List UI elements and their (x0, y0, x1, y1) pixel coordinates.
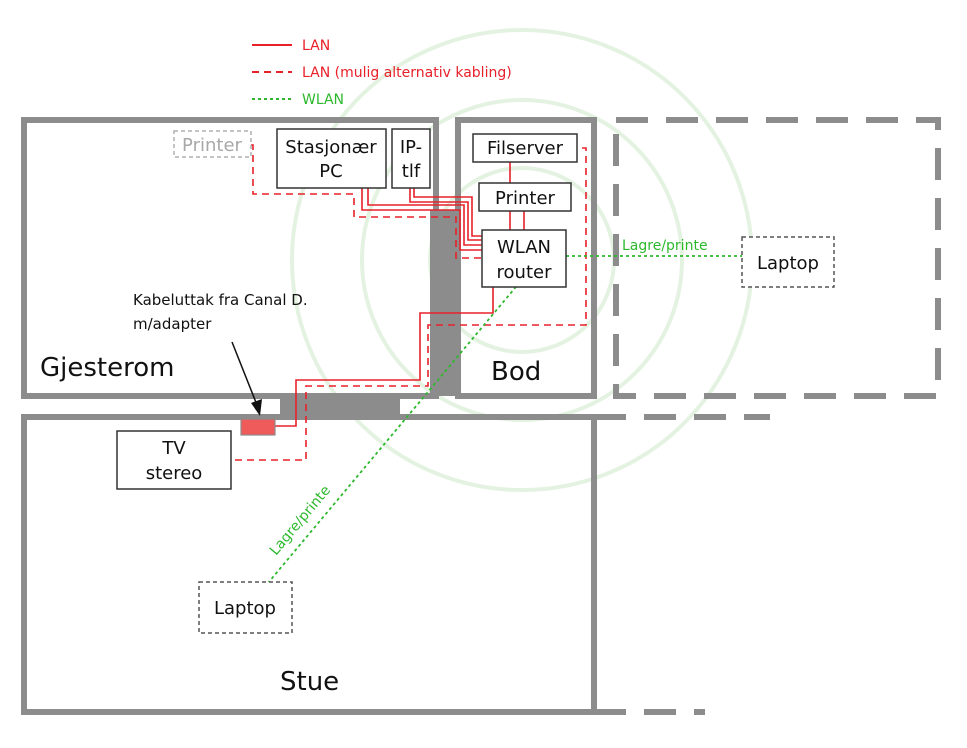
cable-iptlf-router-2 (413, 188, 482, 237)
wlan-router-label-line2: router (497, 262, 553, 283)
cable-iptlf-router (409, 188, 482, 241)
wlan-router-box (481, 229, 567, 288)
device-tv-stereo: TV stereo (116, 430, 232, 490)
dashed-walls (594, 117, 941, 715)
printer-optional-label: Printer (182, 135, 242, 156)
lan-cables (275, 162, 525, 427)
cable-outlet-annotation-line1: Kabeluttak fra Canal D. (133, 291, 308, 309)
wall-extension-room (613, 117, 941, 399)
wall-stue (21, 414, 597, 715)
device-filserver: Filserver (472, 133, 578, 163)
filserver-label: Filserver (487, 138, 564, 159)
ip-phone-label-line1: IP- (400, 137, 422, 158)
legend-lan-alt-label: LAN (mulig alternativ kabling) (302, 65, 512, 81)
cable-outlet (240, 418, 276, 436)
annotation-arrow-line (231, 341, 258, 406)
cable-pc-router-2 (367, 188, 482, 246)
laptop-right-box (741, 236, 835, 288)
tv-stereo-label-line1: TV (161, 438, 186, 459)
thick-wall-sections (280, 210, 458, 416)
printer-label: Printer (495, 188, 555, 209)
cable-pc-router (361, 188, 482, 251)
wlan-router-label-line1: WLAN (497, 237, 551, 258)
printer-box (478, 182, 572, 212)
wall-thick-vertical (430, 210, 458, 396)
cable-outlet-annotation-line2: m/adapter (133, 315, 212, 333)
ip-phone-box (391, 128, 431, 189)
device-printer-optional: Printer (173, 130, 252, 158)
annotation-arrow-head (251, 399, 262, 416)
legend-wlan-label: WLAN (302, 92, 344, 108)
stasjonaer-pc-label-line1: Stasjonær (285, 137, 377, 158)
device-ip-phone: IP- tlf (391, 128, 431, 189)
legend-lan-label: LAN (302, 38, 330, 54)
room-label-bod: Bod (491, 357, 541, 387)
wlan-label-diagonal: Lagre/printe (267, 483, 334, 559)
device-laptop-bottom: Laptop (198, 581, 293, 634)
device-stasjonaer-pc: Stasjonær PC (276, 128, 387, 189)
tv-stereo-box (116, 430, 232, 490)
wlan-label-right: Lagre/printe (622, 238, 708, 254)
ip-phone-label-line2: tlf (402, 161, 421, 182)
legend: LAN LAN (mulig alternativ kabling) WLAN (252, 38, 512, 108)
room-label-gjesterom: Gjesterom (40, 353, 174, 383)
tv-stereo-label-line2: stereo (146, 463, 203, 484)
device-laptop-right: Laptop (741, 236, 835, 288)
device-printer: Printer (478, 182, 572, 212)
wall-thick-horizontal (280, 396, 400, 416)
cable-router-outlet (275, 287, 494, 427)
wlan-links (267, 255, 742, 584)
device-wlan-router: WLAN router (481, 229, 567, 288)
laptop-bottom-box (198, 581, 293, 634)
laptop-bottom-label: Laptop (214, 598, 276, 619)
laptop-right-label: Laptop (757, 253, 819, 274)
room-label-stue: Stue (280, 667, 339, 697)
stasjonaer-pc-label-line2: PC (319, 161, 342, 182)
printer-optional-box (173, 130, 252, 158)
filserver-box (472, 133, 578, 163)
annotation-arrow (231, 341, 262, 416)
stasjonaer-pc-box (276, 128, 387, 189)
